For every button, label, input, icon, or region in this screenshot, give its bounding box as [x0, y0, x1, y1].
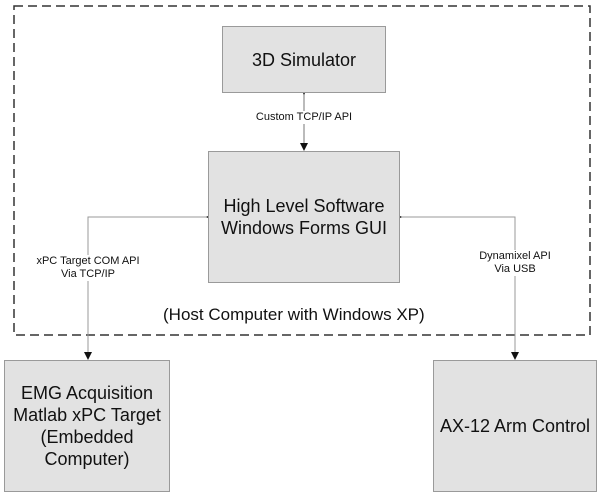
- host-computer-caption: (Host Computer with Windows XP): [163, 305, 425, 324]
- node-3d-simulator: 3D Simulator: [222, 26, 386, 93]
- edge-gui-emg: [84, 213, 214, 360]
- host-computer-boundary: [13, 5, 591, 336]
- node-high-level-software: High Level Software Windows Forms GUI: [208, 151, 400, 283]
- node-emg-acquisition: EMG Acquisition Matlab xPC Target (Embed…: [4, 360, 170, 492]
- label-dynamixel-api: Dynamixel API Via USB: [470, 250, 560, 276]
- edge-gui-arm: [394, 213, 519, 360]
- label-custom-tcpip-api: Custom TCP/IP API: [248, 111, 360, 124]
- node-ax12-arm-control: AX-12 Arm Control: [433, 360, 597, 492]
- label-xpc-target-com-api: xPC Target COM API Via TCP/IP: [28, 255, 148, 281]
